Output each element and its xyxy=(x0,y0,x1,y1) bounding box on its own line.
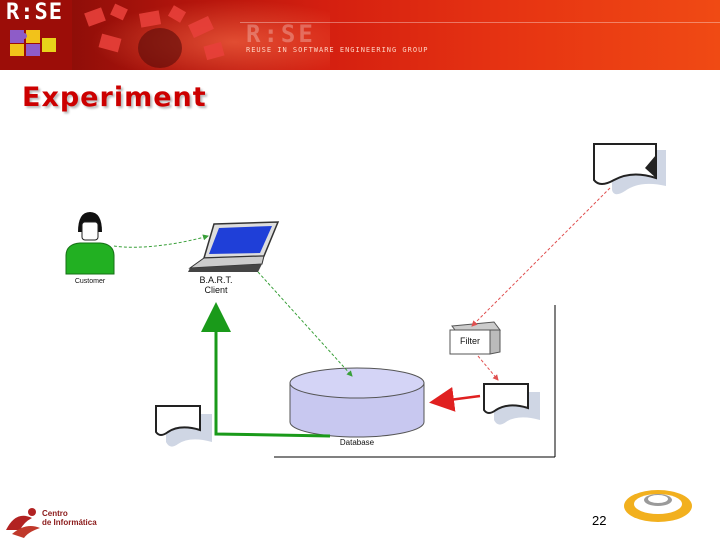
page-number: 22 xyxy=(592,513,607,528)
filter-label: Filter xyxy=(460,336,480,346)
centro-informatica-logo-icon xyxy=(6,508,40,538)
cesar-logo-icon xyxy=(624,490,692,522)
logo-line2: de Informática xyxy=(42,518,97,527)
filter-icon xyxy=(449,321,501,355)
puzzle-pieces-graphic xyxy=(84,3,225,68)
database-to-client-arrow xyxy=(201,302,331,438)
group-subtitle: REUSE IN SOFTWARE ENGINEERING GROUP xyxy=(246,46,429,54)
rise-logo: R:SE xyxy=(0,0,72,70)
document-to-filter-connector xyxy=(471,187,611,327)
puzzle-icon xyxy=(10,30,56,56)
centro-informatica-logo-text: Centro de Informática xyxy=(42,509,97,527)
customer-icon xyxy=(65,212,115,275)
database-label: Database xyxy=(340,438,375,447)
client-to-database-connector xyxy=(257,271,353,377)
banner-stripe xyxy=(240,22,720,23)
document-to-database-arrow xyxy=(429,387,481,412)
database-icon xyxy=(289,367,425,438)
client-label-line1: B.A.R.T. xyxy=(199,275,232,285)
filter-to-document-connector xyxy=(477,355,499,381)
logo-line1: Centro xyxy=(42,509,68,518)
client-label-line2: Client xyxy=(204,285,228,295)
banner-ghost-logo: R:SE xyxy=(246,20,316,48)
slide-title: Experiment xyxy=(22,82,207,113)
document-icon-right xyxy=(483,383,540,425)
rise-logo-text: R:SE xyxy=(6,0,63,25)
customer-to-client-connector xyxy=(113,234,209,248)
document-icon-top-right xyxy=(593,143,666,195)
customer-label: Customer xyxy=(75,278,106,285)
bart-client-laptop-icon xyxy=(188,221,280,272)
header-banner: R:SE REUSE IN SOFTWARE ENGINEERING GROUP xyxy=(0,0,720,70)
document-icon-left xyxy=(155,405,212,447)
